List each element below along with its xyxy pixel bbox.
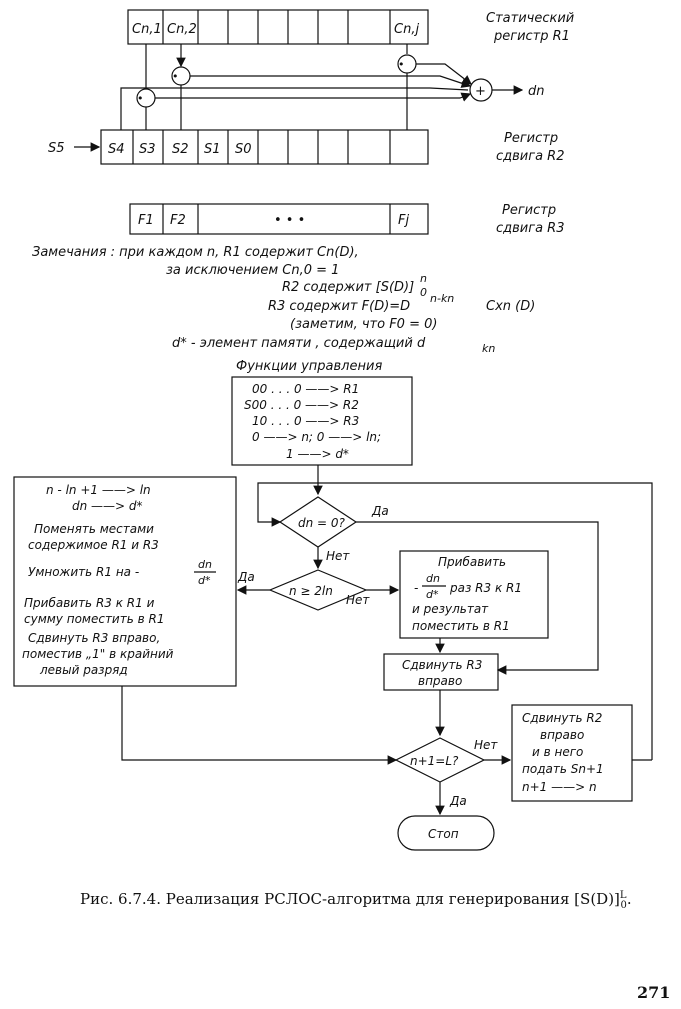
init-block: 00 . . . 0 ——> R1 S00 . . . 0 ——> R2 10 …: [231, 376, 413, 466]
n2l-no-label: Нет: [346, 593, 370, 607]
add-line-5: поместить в R1: [412, 619, 510, 633]
left-line-4: содержимое R1 и R3: [28, 538, 159, 552]
left-line-2: dn ——> d*: [72, 499, 143, 513]
note-line-2: за исключением Cn,0 = 1: [166, 263, 339, 278]
note-r3-tail: Cxn (D): [486, 299, 535, 314]
shift-r2-block: Сдвинуть R2 вправо и в него подать Sn+1 …: [511, 704, 633, 802]
stop-terminal: Стоп: [397, 815, 495, 851]
note-r3-sup: n-kn: [430, 292, 454, 305]
left-line-1: n - ln +1 ——> ln: [46, 483, 151, 497]
shift-r2-line-2: вправо: [540, 728, 584, 742]
r1-label-line2: регистр R1: [493, 29, 570, 44]
left-line-10: левый разряд: [39, 663, 128, 677]
mult-node-j: •: [398, 58, 405, 71]
init-line-3: 10 . . . 0 ——> R3: [252, 414, 359, 428]
mult-node-1: •: [137, 92, 144, 105]
r2-label-line1: Регистр: [504, 131, 558, 146]
dn-no-label: Нет: [326, 549, 350, 563]
r1-r2-multiplier-network: [120, 44, 524, 130]
decision-dn-zero: dn = 0?: [278, 496, 358, 548]
add-minus: -: [414, 581, 418, 595]
note-line-3: R2 содержит [S(D)]: [282, 280, 414, 295]
register-r1: Cn,1 Cn,2 Cn,j: [127, 9, 429, 45]
r3-cell-dots: • • •: [274, 213, 305, 228]
r3-cell-fj: Fj: [398, 213, 409, 228]
page-number: 271: [637, 983, 671, 1002]
end-yes-label: Да: [449, 794, 467, 808]
left-swap-block: n - ln +1 ——> ln dn ——> d* Поменять мест…: [13, 476, 237, 687]
add-block: Прибавить - dn d* раз R3 к R1 и результа…: [399, 550, 549, 639]
decision-end-text: n+1=L?: [410, 754, 459, 768]
caption-sup: L: [619, 890, 627, 901]
shift-r3-line-1: Сдвинуть R3: [402, 658, 482, 672]
note-line-1: Замечания : при каждом n, R1 содержит Cn…: [32, 245, 359, 260]
end-no-label: Нет: [474, 738, 498, 752]
left-line-9: поместив „1" в крайний: [22, 647, 174, 661]
r3-label-line2: сдвига R3: [496, 221, 564, 236]
n2l-yes-label: Да: [237, 570, 255, 584]
output-dn: dn: [528, 84, 545, 99]
add-frac-num: dn: [426, 572, 440, 585]
r1-label-line1: Статический: [486, 11, 574, 26]
register-r2: S4 S3 S2 S1 S0: [74, 129, 429, 165]
caption-text: Рис. 6.7.4. Реализация РСЛОС-алгоритма д…: [80, 890, 620, 908]
note-r2-sub: 0: [420, 286, 427, 299]
init-line-4: 0 ——> n; 0 ——> ln;: [252, 430, 381, 444]
add-line-1: Прибавить: [438, 555, 506, 569]
r3-label-line1: Регистр: [502, 203, 556, 218]
left-line-8: Сдвинуть R3 вправо,: [28, 631, 160, 645]
add-line-3: раз R3 к R1: [449, 581, 522, 595]
decision-n-ge-2ln-text: n ≥ 2ln: [289, 584, 333, 598]
note-dkn-sub: kn: [482, 342, 495, 355]
shift-r2-line-1: Сдвинуть R2: [522, 711, 602, 725]
decision-n-plus-1-eq-l: n+1=L?: [394, 737, 486, 783]
r3-cell-f1: F1: [138, 213, 154, 228]
left-line-5: Умножить R1 на -: [28, 565, 139, 579]
r2-cell-s0: S0: [235, 142, 252, 157]
r1-cell-2: Cn,2: [167, 22, 197, 37]
r3-cell-f2: F2: [170, 213, 186, 228]
decision-dn-zero-text: dn = 0?: [298, 516, 346, 530]
register-r3: F1 F2 • • • Fj: [129, 203, 429, 235]
r1-cell-j: Cn,j: [394, 22, 419, 37]
left-line-3: Поменять местами: [34, 522, 154, 536]
r2-input-s5: S5: [48, 141, 65, 156]
init-line-5: 1 ——> d*: [286, 447, 349, 461]
mult-node-2: •: [172, 70, 179, 83]
shift-r2-line-5: n+1 ——> n: [522, 780, 597, 794]
adder-symbol: +: [475, 84, 486, 99]
left-frac-num: dn: [198, 558, 212, 571]
left-line-6: Прибавить R3 к R1 и: [24, 596, 155, 610]
r2-cell-s2: S2: [172, 142, 189, 157]
note-line-5: (заметим, что F0 = 0): [290, 317, 437, 332]
shift-r2-line-4: подать Sn+1: [522, 762, 604, 776]
shift-r3-block: Сдвинуть R3 вправо: [383, 653, 499, 691]
flow-title: Функции управления: [236, 359, 382, 374]
figure-caption: Рис. 6.7.4. Реализация РСЛОС-алгоритма д…: [80, 890, 632, 911]
shift-r3-line-2: вправо: [418, 674, 462, 688]
register-flowchart-diagram: Cn,1 Cn,2 Cn,j Статический регистр R1 • …: [13, 9, 653, 851]
stop-text: Стоп: [428, 827, 459, 841]
r2-label-line2: сдвига R2: [496, 149, 564, 164]
note-r2-sup: n: [420, 272, 427, 285]
r2-cell-s1: S1: [204, 142, 221, 157]
init-line-1: 00 . . . 0 ——> R1: [252, 382, 359, 396]
shift-r2-line-3: и в него: [532, 745, 583, 759]
dn-yes-label: Да: [371, 504, 389, 518]
decision-n-ge-2ln: n ≥ 2ln: [268, 569, 368, 611]
note-line-4: R3 содержит F(D)=D: [268, 299, 410, 314]
caption-sub: 0: [620, 900, 627, 911]
left-line-7: сумму поместить в R1: [24, 612, 164, 626]
note-line-6: d* - элемент памяти , содержащий d: [172, 336, 426, 351]
r2-cell-s3: S3: [139, 142, 156, 157]
left-frac-den: d*: [198, 574, 211, 587]
r1-cell-1: Cn,1: [132, 22, 162, 37]
add-line-4: и результат: [412, 602, 489, 616]
add-frac-den: d*: [426, 588, 439, 601]
init-line-2: S00 . . . 0 ——> R2: [244, 398, 359, 412]
r2-cell-s4: S4: [108, 142, 125, 157]
